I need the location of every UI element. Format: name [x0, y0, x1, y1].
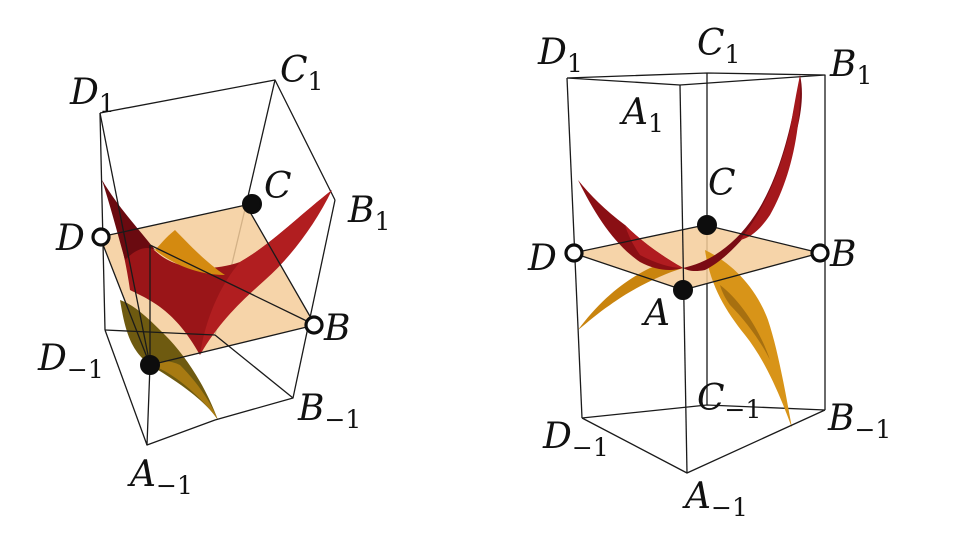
- right-label-bm1: B−1: [827, 398, 891, 444]
- right-label-d: D: [527, 238, 557, 279]
- right-point-c: [697, 215, 717, 235]
- left-surface-red-right: [200, 190, 332, 355]
- right-point-a: [673, 280, 693, 300]
- left-label-c1: C1: [280, 50, 323, 96]
- left-label-b1: B1: [347, 190, 390, 236]
- left-point-b: [304, 315, 324, 335]
- right-surface-gold-right-dark: [720, 285, 770, 360]
- left-frame-edge-dm1-am1: [104, 329, 148, 446]
- left-plane-edge: [149, 244, 316, 326]
- left-label-b: B: [323, 308, 350, 349]
- left-frame-edge-d1-dm1: [99, 112, 106, 331]
- left-label-am1: A−1: [127, 454, 193, 500]
- right-label-a1: A1: [619, 92, 664, 138]
- right-label-b: B: [829, 234, 856, 275]
- right-frame-top: [566, 72, 826, 86]
- right-surface-red-left: [578, 180, 683, 270]
- right-point-d: [564, 243, 584, 263]
- left-label-bm1: B−1: [297, 388, 361, 434]
- left-surface-red-dark: [102, 180, 155, 260]
- left-label-d: D: [55, 218, 85, 259]
- left-label-c: C: [264, 166, 292, 207]
- left-label-dm1: D−1: [37, 338, 104, 384]
- left-frame-edge-bottom-back: [214, 334, 294, 399]
- left-frame-front: [99, 112, 336, 446]
- right-label-c: C: [708, 163, 736, 204]
- right-surface-red-right-front: [740, 75, 801, 240]
- right-figure: D1 C1 B1 A1 C D B A D−1 C−1 B−1 A−1: [527, 23, 891, 522]
- left-frame-edge-c1-c: [245, 79, 276, 206]
- left-frame-edge-bottom-left: [104, 329, 216, 336]
- right-label-a: A: [641, 293, 670, 334]
- left-figure: D1 C1 B1 C D B D−1 B−1 A−1: [37, 50, 390, 500]
- left-surface-gold-inner: [155, 230, 225, 275]
- right-label-dm1: D−1: [542, 416, 609, 462]
- left-point-c: [242, 194, 262, 214]
- left-point-dm1: [140, 355, 160, 375]
- right-surface-gold-left: [578, 263, 683, 330]
- right-frame-front-vertical: [679, 84, 688, 474]
- left-frame-back: [99, 79, 336, 201]
- right-label-d1: D1: [537, 32, 583, 78]
- right-label-am1: A−1: [682, 476, 748, 522]
- right-frame-bottom-front: [581, 409, 826, 474]
- right-middle-plane: [573, 225, 820, 290]
- right-label-cm1: C−1: [697, 378, 761, 424]
- left-point-d: [91, 227, 111, 247]
- left-label-d1: D1: [69, 72, 115, 118]
- right-label-b1: B1: [829, 44, 872, 90]
- right-point-b: [810, 243, 830, 263]
- right-label-c1: C1: [697, 23, 740, 69]
- right-surface-red-left-inner: [625, 225, 683, 268]
- left-surface-red-front: [102, 180, 332, 355]
